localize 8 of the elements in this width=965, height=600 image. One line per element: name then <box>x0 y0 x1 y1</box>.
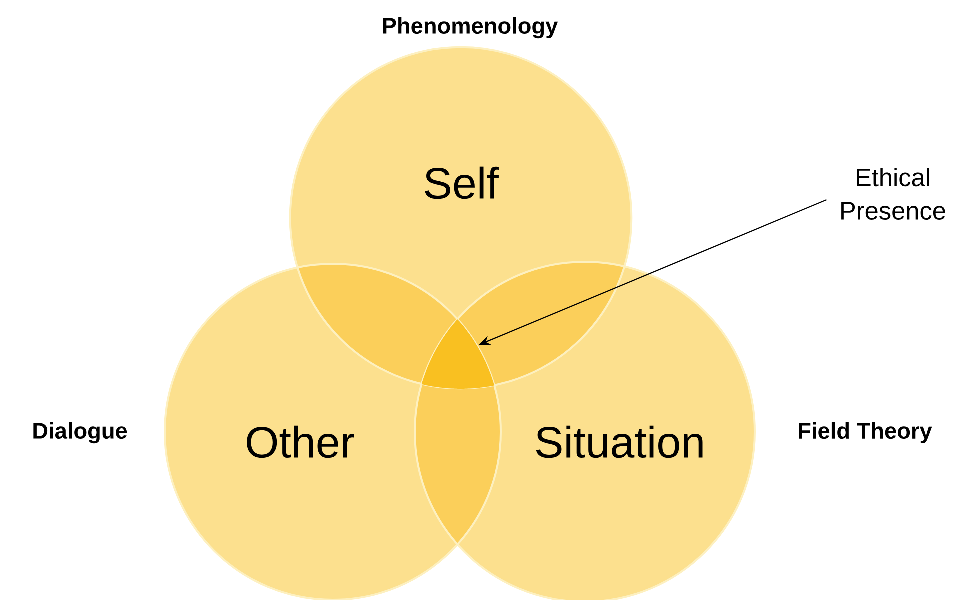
circle-label: Situation <box>536 426 703 458</box>
field-label: Phenomenology <box>383 17 558 39</box>
callout-text: Ethical Presence <box>842 168 946 220</box>
field-label: Dialogue <box>34 422 128 444</box>
overlap-region <box>422 320 494 389</box>
circle-label: Self <box>425 166 499 200</box>
circle-label: Other <box>247 426 354 458</box>
field-label: Field Theory <box>799 422 932 444</box>
